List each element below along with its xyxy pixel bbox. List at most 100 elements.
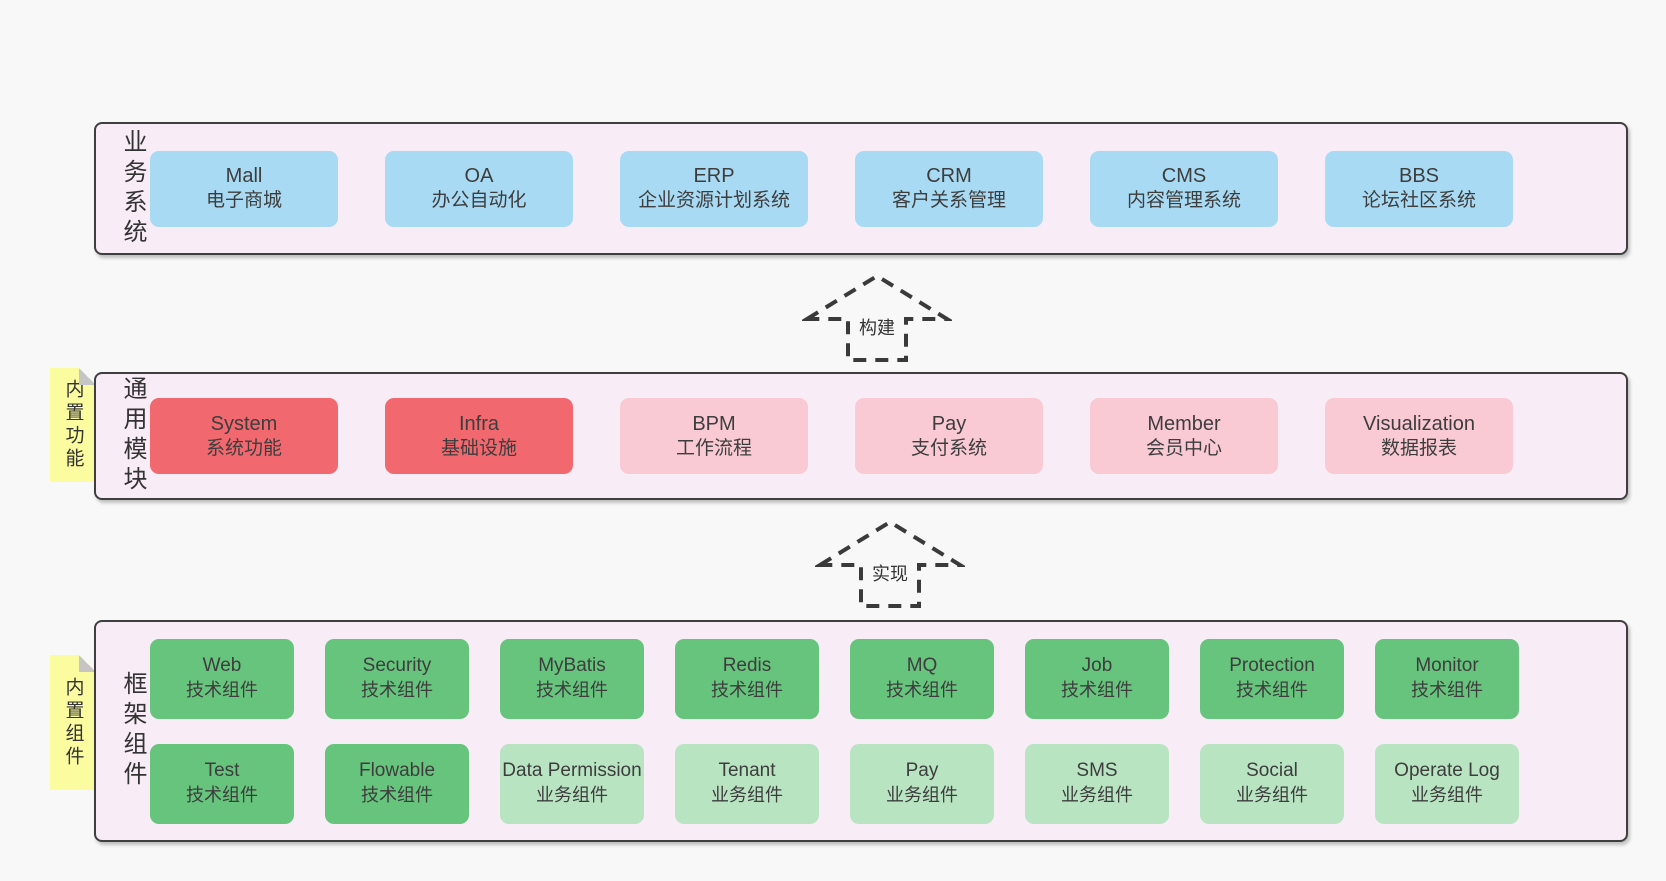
node-name: BBS [1398,165,1440,188]
node-desc: 数据报表 [1380,437,1457,459]
node-name: CMS [1161,165,1207,188]
arrow-label: 实现 [872,564,908,584]
node-desc: 业务组件 [1061,785,1133,806]
node-desc: 论坛社区系统 [1361,190,1476,212]
node-cms: CMS 内容管理系统 [1090,150,1278,227]
node-desc: 基础设施 [440,437,517,459]
node-name: OA [464,165,494,188]
node-pay: Pay 支付系统 [855,398,1043,474]
node-bpm: BPM 工作流程 [620,398,808,474]
node-pay-business: Pay 业务组件 [850,743,994,824]
node-web: Web 技术组件 [150,638,294,719]
framework-components-grid: Web 技术组件 Security 技术组件 MyBatis 技术组件 Redi… [150,638,1519,824]
node-desc: 内容管理系统 [1126,190,1241,212]
node-desc: 技术组件 [711,680,783,701]
node-desc: 支付系统 [910,437,987,459]
node-operate-log: Operate Log 业务组件 [1375,743,1519,824]
business-systems-panel: 业务系统 Mall 电子商城 OA 办公自动化 ERP 企业资源计划系统 CRM… [94,122,1628,255]
node-desc: 电子商城 [205,190,282,212]
node-desc: 技术组件 [186,785,258,806]
node-name: Web [202,655,242,677]
node-desc: 技术组件 [361,785,433,806]
node-name: Social [1246,760,1298,782]
node-sms: SMS 业务组件 [1025,743,1169,824]
node-mall: Mall 电子商城 [150,150,338,227]
node-member: Member 会员中心 [1090,398,1278,474]
arrow-label: 构建 [859,318,895,338]
node-job: Job 技术组件 [1025,638,1169,719]
node-desc: 技术组件 [1236,680,1308,701]
node-redis: Redis 技术组件 [675,638,819,719]
node-name: Tenant [718,760,776,782]
node-desc: 业务组件 [711,785,783,806]
node-bbs: BBS 论坛社区系统 [1325,150,1513,227]
node-desc: 技术组件 [1061,680,1133,701]
node-name: Member [1147,412,1221,435]
business-systems-row: Mall 电子商城 OA 办公自动化 ERP 企业资源计划系统 CRM 客户关系… [150,150,1513,227]
node-name: System [210,412,278,435]
panel-label-modules: 通用模块 [119,376,146,496]
node-social: Social 业务组件 [1200,743,1344,824]
node-name: SMS [1076,760,1118,782]
node-system: System 系统功能 [150,398,338,474]
node-desc: 客户关系管理 [891,190,1006,212]
node-name: Flowable [358,760,436,782]
node-mybatis: MyBatis 技术组件 [500,638,644,719]
node-desc: 企业资源计划系统 [637,190,790,212]
node-name: Visualization [1363,412,1475,435]
node-security: Security 技术组件 [325,638,469,719]
node-name: Redis [722,655,772,677]
node-name: Mall [225,165,263,188]
builtin-features-note: 内置功能 [50,368,96,482]
note-text: 内置组件 [62,676,84,769]
node-name: Job [1081,655,1113,677]
node-name: BPM [692,412,736,435]
implement-arrow-icon: 实现 [815,516,965,608]
common-modules-row: System 系统功能 Infra 基础设施 BPM 工作流程 Pay 支付系统… [150,398,1513,474]
node-data-permission: Data Permission 业务组件 [500,743,644,824]
node-name: Security [362,655,432,677]
node-desc: 业务组件 [536,785,608,806]
node-name: Pay [931,412,967,435]
node-tenant: Tenant 业务组件 [675,743,819,824]
node-name: Protection [1229,655,1315,677]
node-name: Pay [905,760,939,782]
node-name: MQ [906,655,938,677]
node-desc: 业务组件 [886,785,958,806]
builtin-components-note: 内置组件 [50,655,96,790]
framework-components-panel: 框架组件 Web 技术组件 Security 技术组件 MyBatis 技术组件… [94,620,1628,842]
node-protection: Protection 技术组件 [1200,638,1344,719]
node-name: Operate Log [1394,760,1500,782]
node-name: Test [204,760,240,782]
node-erp: ERP 企业资源计划系统 [620,150,808,227]
panel-label-business: 业务系统 [119,128,146,249]
node-crm: CRM 客户关系管理 [855,150,1043,227]
node-desc: 技术组件 [886,680,958,701]
node-infra: Infra 基础设施 [385,398,573,474]
node-mq: MQ 技术组件 [850,638,994,719]
node-desc: 技术组件 [536,680,608,701]
note-text: 内置功能 [62,379,84,471]
panel-label-components: 框架组件 [119,671,146,791]
node-desc: 技术组件 [1411,680,1483,701]
node-desc: 办公自动化 [431,190,527,212]
node-visualization: Visualization 数据报表 [1325,398,1513,474]
node-desc: 技术组件 [361,680,433,701]
node-oa: OA 办公自动化 [385,150,573,227]
node-name: Monitor [1415,655,1479,677]
node-desc: 业务组件 [1236,785,1308,806]
node-name: CRM [926,165,972,188]
node-desc: 系统功能 [205,437,282,459]
node-name: Infra [458,412,500,435]
node-desc: 业务组件 [1411,785,1483,806]
node-flowable: Flowable 技术组件 [325,743,469,824]
build-arrow-icon: 构建 [802,270,952,362]
node-desc: 会员中心 [1145,437,1222,459]
node-test: Test 技术组件 [150,743,294,824]
node-desc: 工作流程 [675,437,752,459]
node-name: ERP [693,165,735,188]
node-name: Data Permission [502,760,642,782]
node-desc: 技术组件 [186,680,258,701]
node-name: MyBatis [538,655,606,677]
common-modules-panel: 通用模块 System 系统功能 Infra 基础设施 BPM 工作流程 Pay… [94,372,1628,500]
